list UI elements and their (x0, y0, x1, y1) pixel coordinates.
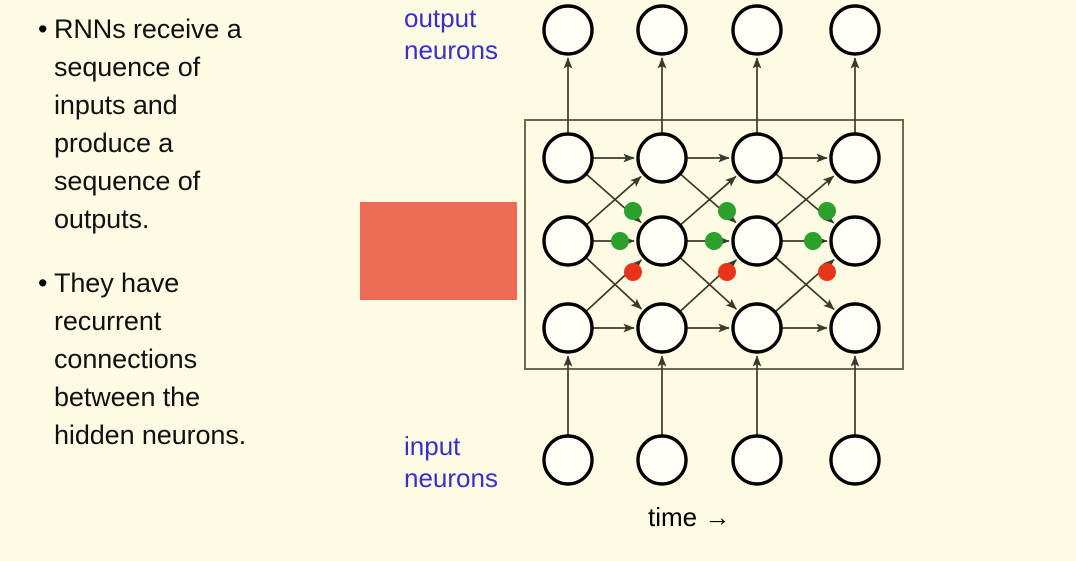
bullet-text: They have recurrent connections between … (54, 268, 247, 450)
hidden-neuron (731, 302, 783, 354)
bullet-list: • RNNs receive a sequence of inputs and … (28, 10, 358, 480)
excitatory-synapse-dot (718, 202, 736, 220)
hidden-neuron (829, 215, 881, 267)
inhibitory-synapse-dot (624, 263, 642, 281)
diagram-neurons (542, 4, 881, 486)
excitatory-synapse-dot (705, 232, 723, 250)
hidden-layer-box (524, 119, 904, 370)
output-neuron (829, 4, 881, 56)
synapse-markers (611, 202, 836, 281)
hidden-neuron (636, 215, 688, 267)
hidden-neuron (542, 132, 594, 184)
input-neuron (542, 434, 594, 486)
recurrent-edge-diagonal (774, 172, 835, 224)
red-rectangle-occluder (360, 202, 517, 300)
list-item: • RNNs receive a sequence of inputs and … (28, 10, 358, 238)
inhibitory-synapse-dot (718, 263, 736, 281)
bullet-text: RNNs receive a sequence of inputs and pr… (54, 14, 242, 234)
bullet-marker-icon: • (38, 14, 48, 44)
output-neurons-label: output neurons (404, 3, 498, 65)
recurrent-edge-diagonal (774, 175, 835, 227)
recurrent-edge-diagonal (679, 256, 737, 310)
excitatory-synapse-dot (624, 202, 642, 220)
excitatory-synapse-dot (611, 232, 629, 250)
bullet-marker-icon: • (38, 268, 48, 298)
recurrent-edge-diagonal (774, 256, 835, 311)
hidden-neuron (731, 215, 783, 267)
recurrent-edge-diagonal (679, 259, 737, 313)
input-neuron (731, 434, 783, 486)
hidden-neuron (542, 215, 594, 267)
excitatory-synapse-dot (804, 232, 822, 250)
recurrent-edge-diagonal (774, 258, 835, 313)
hidden-neuron (731, 132, 783, 184)
input-neurons-label: input neurons (404, 431, 498, 493)
hidden-neuron (829, 132, 881, 184)
recurrent-edge-diagonal (585, 173, 642, 224)
output-neuron (636, 4, 688, 56)
time-axis-label: time → (648, 502, 731, 532)
input-neuron (636, 434, 688, 486)
hidden-neuron (636, 302, 688, 354)
hidden-neuron (636, 132, 688, 184)
output-neuron (542, 4, 594, 56)
recurrent-edge-diagonal (585, 175, 642, 226)
recurrent-edge-diagonal (679, 175, 737, 226)
recurrent-edge-diagonal (585, 259, 643, 313)
diagram-edges (563, 57, 860, 436)
inhibitory-synapse-dot (818, 263, 836, 281)
input-neuron (829, 434, 881, 486)
hidden-neuron (542, 302, 594, 354)
hidden-layer-boundary (524, 119, 904, 370)
excitatory-synapse-dot (818, 202, 836, 220)
output-neuron (731, 4, 783, 56)
recurrent-edge-diagonal (679, 173, 737, 224)
list-item: • They have recurrent connections betwee… (28, 264, 358, 454)
recurrent-edge-diagonal (585, 256, 643, 310)
hidden-neuron (829, 302, 881, 354)
